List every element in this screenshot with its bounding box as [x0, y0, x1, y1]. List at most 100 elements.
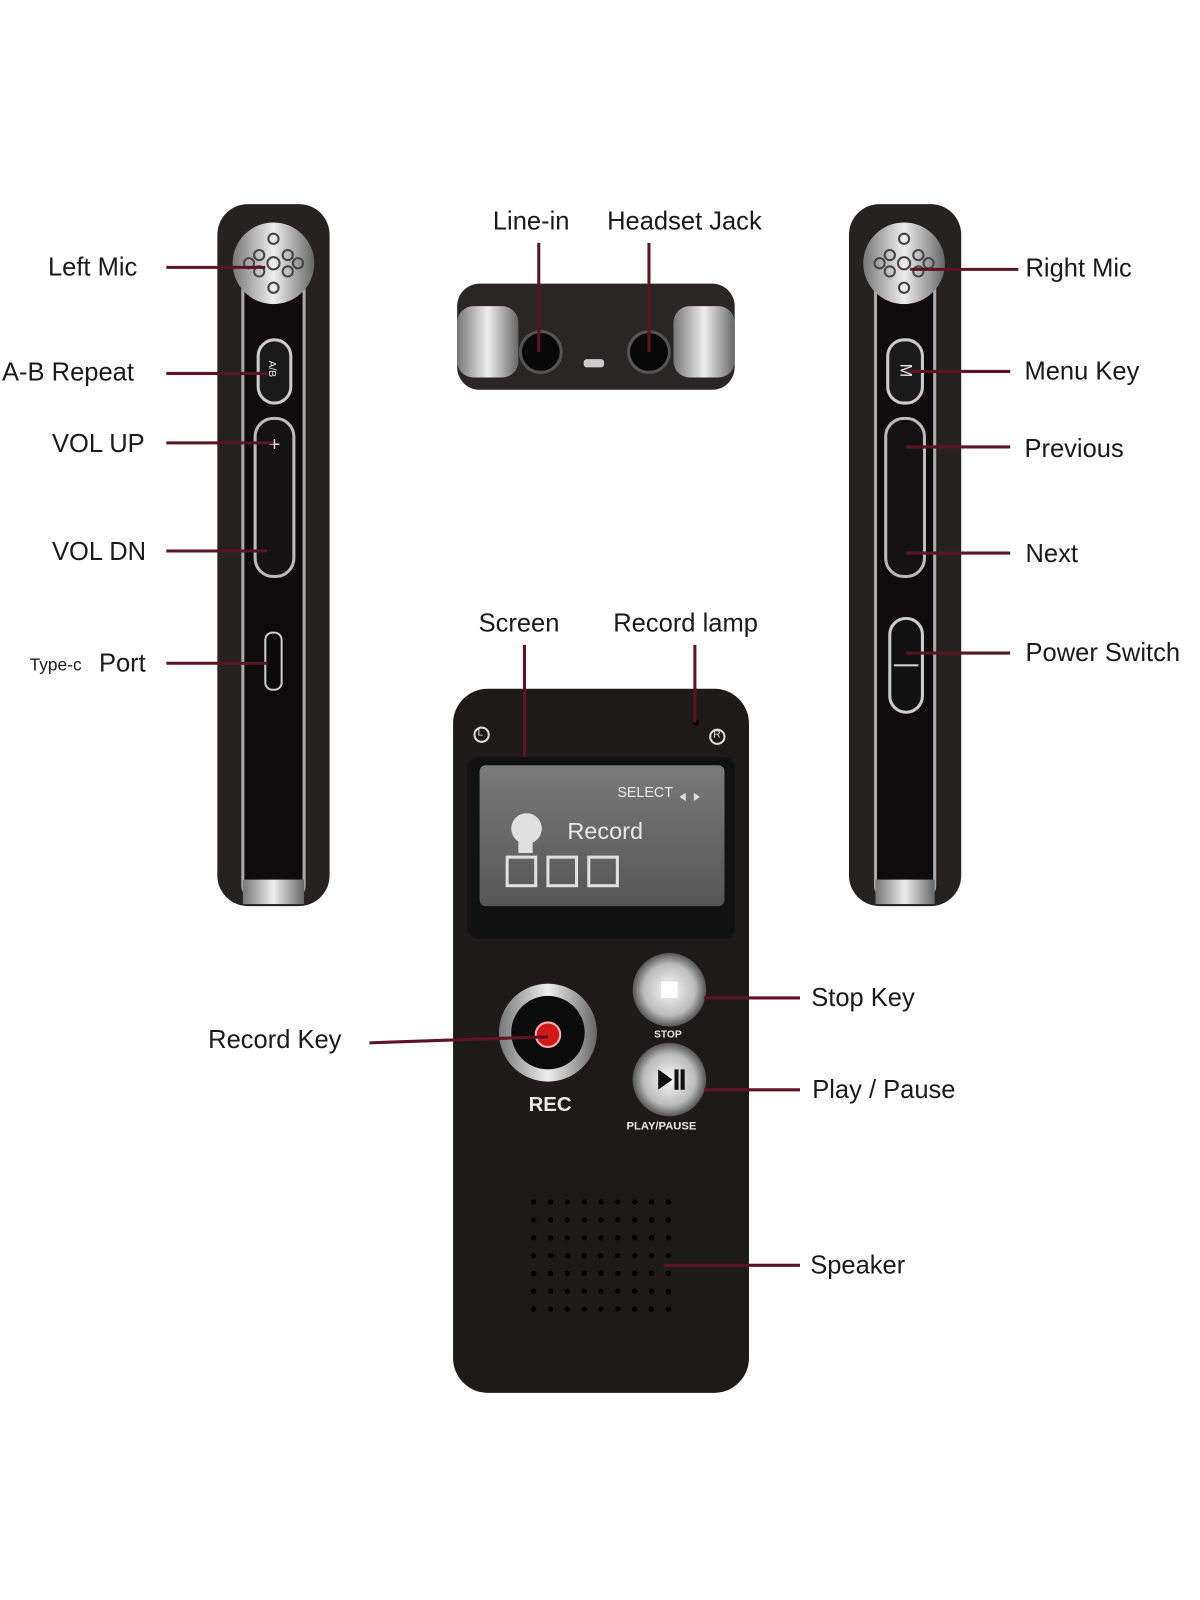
speaker-hole: [632, 1270, 638, 1277]
speaker-hole: [547, 1288, 554, 1294]
speaker-grille: [531, 1199, 672, 1312]
label-speaker: Speaker: [810, 1251, 906, 1280]
speaker-hole: [615, 1288, 621, 1294]
speaker-hole: [581, 1199, 587, 1205]
label-record-key: Record Key: [208, 1025, 342, 1055]
right-side-view: [848, 204, 962, 907]
label-type-c-port: Port: [98, 648, 146, 678]
label-next: Next: [1025, 539, 1078, 569]
label-type-c-prefix: Type-c: [29, 655, 82, 675]
speaker-hole: [615, 1235, 621, 1241]
speaker-hole: [598, 1288, 604, 1294]
speaker-hole: [615, 1306, 621, 1312]
speaker-hole: [547, 1235, 554, 1241]
speaker-hole: [564, 1199, 570, 1205]
top-view: [457, 283, 735, 390]
svg-text:+: +: [269, 434, 281, 456]
speaker-hole: [581, 1235, 587, 1241]
speaker-hole: [615, 1270, 621, 1277]
speaker-hole: [531, 1217, 537, 1223]
screen-mode-text: Record: [567, 817, 644, 844]
speaker-hole: [564, 1235, 570, 1241]
left-mic-grille: [232, 222, 315, 305]
label-vol-dn: VOL DN: [52, 537, 147, 567]
left-channel-mark: L: [477, 727, 484, 739]
speaker-hole: [547, 1306, 554, 1312]
label-right-mic: Right Mic: [1025, 254, 1132, 283]
speaker-hole: [581, 1306, 587, 1312]
type-c-port: [264, 631, 283, 691]
rec-label: REC: [528, 1093, 572, 1117]
label-line-in: Line-in: [492, 207, 570, 236]
speaker-hole: [547, 1217, 554, 1223]
speaker-hole: [598, 1217, 604, 1223]
speaker-hole: [665, 1217, 672, 1223]
menu-key-text: M: [896, 363, 914, 378]
speaker-hole: [632, 1235, 638, 1241]
leader-lines: [166, 242, 1019, 1267]
speaker-hole: [648, 1252, 655, 1259]
ab-key-text: A/B: [265, 360, 278, 378]
lcd-screen: [479, 765, 725, 907]
speaker-hole: [665, 1235, 672, 1241]
speaker-hole: [564, 1217, 570, 1223]
label-headset-jack: Headset Jack: [607, 207, 762, 236]
speaker-hole: [665, 1288, 672, 1294]
speaker-hole: [615, 1199, 621, 1205]
speaker-hole: [648, 1217, 655, 1223]
speaker-hole: [632, 1252, 638, 1259]
label-ab-repeat: A-B Repeat: [2, 358, 134, 387]
stop-label: STOP: [654, 1029, 682, 1041]
speaker-hole: [615, 1252, 621, 1259]
label-previous: Previous: [1024, 434, 1124, 464]
speaker-hole: [564, 1306, 570, 1312]
speaker-hole: [598, 1270, 604, 1277]
speaker-hole: [665, 1252, 672, 1259]
volume-rocker: [253, 416, 296, 579]
screen-select-text: SELECT: [617, 783, 673, 800]
speaker-hole: [648, 1270, 655, 1277]
label-vol-up: VOL UP: [52, 429, 145, 459]
label-menu-key: Menu Key: [1024, 357, 1140, 386]
label-left-mic: Left Mic: [47, 253, 138, 282]
label-power-switch: Power Switch: [1025, 638, 1181, 668]
speaker-hole: [531, 1288, 537, 1294]
speaker-hole: [531, 1270, 537, 1277]
label-record-lamp: Record lamp: [613, 609, 758, 638]
speaker-hole: [665, 1270, 672, 1277]
line-in-jack: [518, 330, 563, 374]
speaker-hole: [564, 1270, 570, 1277]
speaker-hole: [632, 1199, 638, 1205]
speaker-hole: [665, 1306, 672, 1312]
speaker-hole: [581, 1217, 587, 1223]
speaker-hole: [531, 1235, 537, 1241]
speaker-hole: [632, 1288, 638, 1294]
speaker-hole: [648, 1306, 655, 1312]
label-screen: Screen: [478, 609, 560, 638]
speaker-hole: [547, 1270, 554, 1277]
speaker-hole: [581, 1288, 587, 1294]
speaker-hole: [648, 1235, 655, 1241]
speaker-hole: [598, 1252, 604, 1259]
right-mic-grille: [863, 222, 945, 305]
prev-next-rocker: [884, 416, 927, 579]
speaker-hole: [564, 1288, 570, 1294]
speaker-hole: [615, 1217, 621, 1223]
speaker-hole: [648, 1199, 655, 1205]
speaker-hole: [598, 1235, 604, 1241]
speaker-hole: [632, 1306, 638, 1312]
label-stop-key: Stop Key: [811, 983, 915, 1013]
play-pause-label: PLAY/PAUSE: [626, 1120, 697, 1133]
front-view: [453, 688, 749, 1393]
speaker-hole: [531, 1252, 537, 1259]
speaker-hole: [665, 1199, 672, 1205]
speaker-hole: [598, 1199, 604, 1205]
speaker-hole: [598, 1306, 604, 1312]
speaker-hole: [547, 1252, 554, 1259]
speaker-hole: [632, 1217, 638, 1223]
ab-repeat-key: [256, 338, 293, 405]
left-side-view: +: [217, 204, 330, 907]
label-play-pause: Play / Pause: [812, 1075, 956, 1105]
